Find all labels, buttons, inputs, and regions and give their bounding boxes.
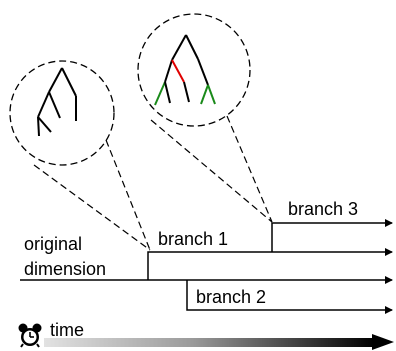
projection-lines: [33, 115, 273, 251]
tree-large: [154, 34, 216, 106]
timeline-arrow: [44, 338, 374, 347]
branch-2-line: [186, 280, 393, 314]
label-original: original: [24, 234, 82, 254]
tree-small: [37, 67, 77, 137]
timeline-arrowhead: [372, 334, 394, 350]
label-branch-1: branch 1: [158, 229, 228, 249]
branch-3-line: [271, 219, 393, 252]
alarm-clock-icon: [18, 323, 42, 348]
zoom-ellipse-left: [9, 60, 115, 166]
label-time: time: [50, 320, 85, 340]
label-branch-3: branch 3: [288, 199, 358, 219]
label-branch-2: branch 2: [196, 287, 266, 307]
branch-1-line: [147, 248, 393, 280]
zoom-ellipse-right: [137, 13, 251, 127]
label-dimension: dimension: [24, 259, 106, 279]
